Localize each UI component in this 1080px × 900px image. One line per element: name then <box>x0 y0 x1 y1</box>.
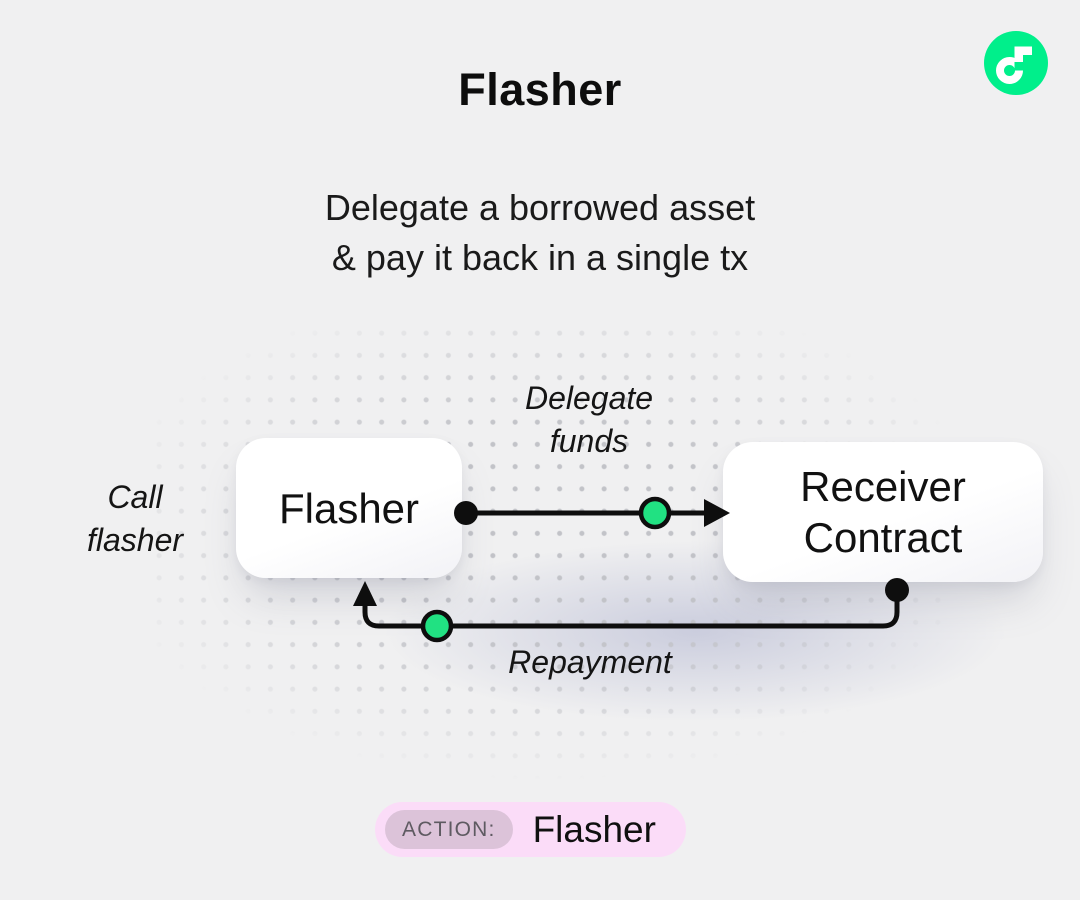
delegate-funds-label-line-2: funds <box>549 423 629 459</box>
delegate-funds-label: Delegate funds <box>487 377 691 463</box>
node-receiver-label-line-2: Contract <box>803 514 963 561</box>
call-flasher-label: Call flasher <box>50 476 220 562</box>
delegate-funds-label-line-1: Delegate <box>524 380 654 416</box>
action-badge: ACTION: <box>385 810 513 849</box>
node-flasher: Flasher <box>236 438 462 578</box>
node-flasher-label: Flasher <box>278 484 420 532</box>
page-subtitle: Delegate a borrowed asset & pay it back … <box>0 183 1080 283</box>
repayment-label-text: Repayment <box>508 644 672 680</box>
action-value: Flasher <box>532 808 656 850</box>
call-flasher-label-line-1: Call <box>107 479 163 515</box>
subtitle-line-2: & pay it back in a single tx <box>331 237 749 278</box>
node-receiver-label-line-1: Receiver <box>800 463 966 510</box>
flow-logo-icon <box>984 31 1048 95</box>
repayment-label: Repayment <box>450 641 730 684</box>
call-flasher-label-line-2: flasher <box>86 522 184 558</box>
node-receiver-contract: Receiver Contract <box>723 442 1043 582</box>
action-pill: ACTION: Flasher <box>375 802 686 857</box>
subtitle-line-1: Delegate a borrowed asset <box>324 187 756 228</box>
page-title: Flasher <box>458 64 622 115</box>
